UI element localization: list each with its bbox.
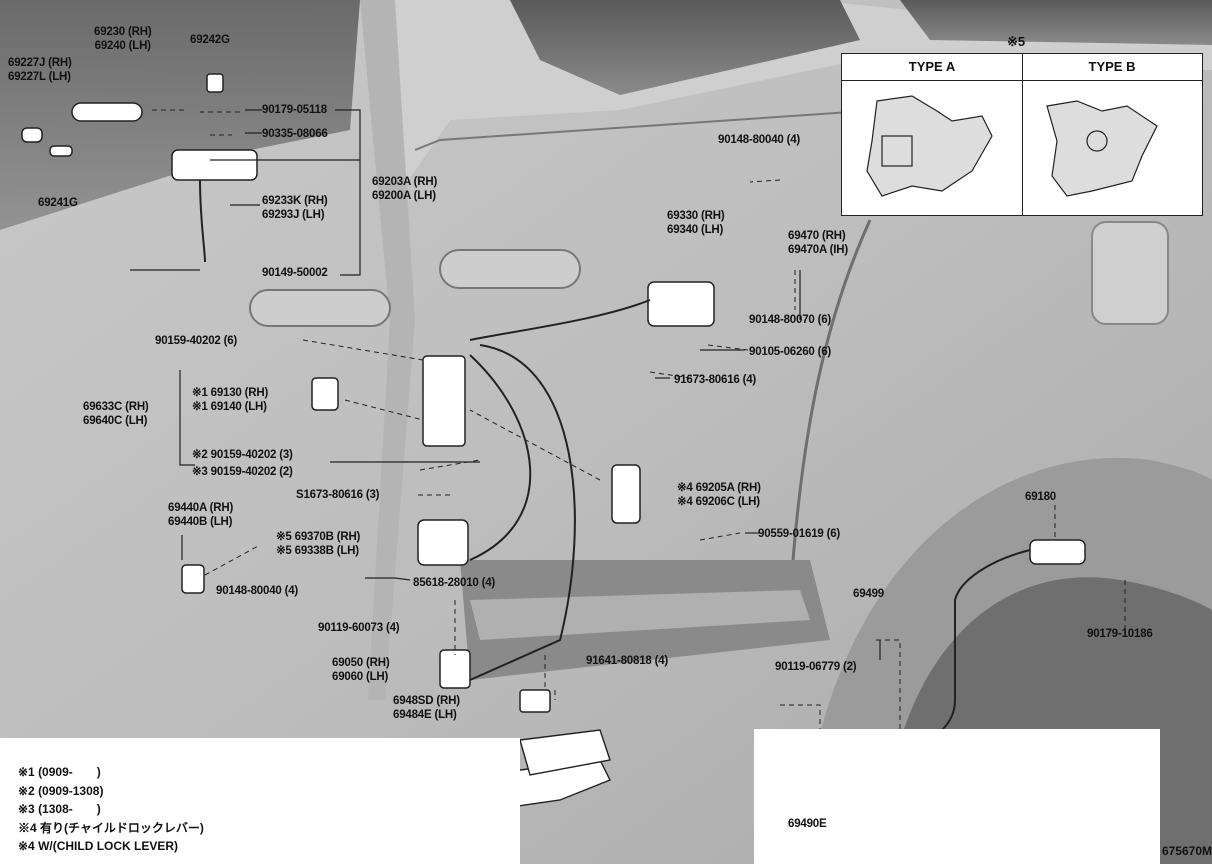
type-marker: ※5 xyxy=(1007,34,1026,49)
label-69130: ※1 69130 (RH)※1 69140 (LH) xyxy=(192,387,269,413)
type-b-header: TYPE B xyxy=(1022,54,1202,81)
note-3: ※3 (1308- ) xyxy=(18,802,101,816)
label-90148-80040-a: 90148-80040 (4) xyxy=(718,134,801,146)
label-69633C: 69633C (RH)69640C (LH) xyxy=(83,401,149,427)
quarter-window xyxy=(900,0,1212,45)
label-51673: S1673-80616 (3) xyxy=(296,489,380,501)
notes-background xyxy=(0,738,520,864)
label-90149-50002: 90149-50002 xyxy=(262,267,328,279)
child-lock-part xyxy=(611,464,641,524)
note-4-jp: ※4 有り(チャイルドロックレバー) xyxy=(18,820,204,835)
label-90179-05118: 90179-05118 xyxy=(262,104,327,116)
label-90179-10186: 90179-10186 xyxy=(1087,628,1153,640)
label-69180: 69180 xyxy=(1025,491,1056,503)
label-90335-08066: 90335-08066 xyxy=(262,128,328,140)
type-box: TYPE A TYPE B xyxy=(841,53,1203,216)
label-69499: 69499 xyxy=(853,588,884,600)
label-69241G: 69241G xyxy=(38,197,78,209)
outside-handle-part xyxy=(71,102,143,122)
label-90105-06260: 90105-06260 (6) xyxy=(749,346,832,358)
label-69330: 69330 (RH)69340 (LH) xyxy=(667,210,725,236)
slide-door-handle xyxy=(439,249,581,289)
label-90119-06779: 90119-06779 (2) xyxy=(775,661,857,673)
label-69233K: 69233K (RH)69293J (LH) xyxy=(262,195,328,221)
label-90148-80040-b: 90148-80040 (4) xyxy=(216,585,299,597)
label-91673-80616: 91673-80616 (4) xyxy=(674,374,757,386)
lower-lock-part xyxy=(417,519,469,566)
label-6948SD: 6948SD (RH)69484E (LH) xyxy=(393,695,460,721)
notes: ※1 (0909- ) ※2 (0909-1308) ※3 (1308- ) ※… xyxy=(18,763,204,856)
label-90559-01619: 90559-01619 (6) xyxy=(758,528,841,540)
label-69205A: ※4 69205A (RH)※4 69206C (LH) xyxy=(677,482,761,508)
label-90159-40202-3: ※2 90159-40202 (3) xyxy=(192,449,293,461)
label-91641-80818: 91641-80818 (4) xyxy=(586,655,669,667)
type-illustrations xyxy=(866,95,1158,197)
type-a-latch-icon xyxy=(866,95,993,197)
front-lock-part xyxy=(422,355,466,447)
label-69230: 69230 (RH)69240 (LH) xyxy=(94,26,152,52)
front-door-handle xyxy=(249,289,391,327)
note-2: ※2 (0909-1308) xyxy=(18,783,104,798)
b-pillar xyxy=(360,0,415,700)
label-90119-60073: 90119-60073 (4) xyxy=(318,622,400,634)
document-code: 675670M xyxy=(1161,844,1212,858)
rear-window xyxy=(510,0,860,95)
label-69203A: 69203A (RH)69200A (LH) xyxy=(372,176,438,202)
corner-background xyxy=(754,729,1160,864)
label-90148-80070: 90148-80070 (6) xyxy=(749,314,832,326)
label-69470: 69470 (RH)69470A (IH) xyxy=(788,230,849,256)
label-90159-40202-6: 90159-40202 (6) xyxy=(155,335,238,347)
rear-lock-part xyxy=(647,281,715,327)
label-69050: 69050 (RH)69060 (LH) xyxy=(332,657,390,683)
label-90159-40202-2: ※3 90159-40202 (2) xyxy=(192,466,293,478)
handle-frame-part xyxy=(171,149,258,181)
note-1: ※1 (0909- ) xyxy=(18,765,101,779)
label-69227: 69227J (RH)69227L (LH) xyxy=(8,57,72,83)
label-69370B: ※5 69370B (RH)※5 69338B (LH) xyxy=(276,531,361,557)
note-4-en: ※4 W/(CHILD LOCK LEVER) xyxy=(18,839,179,853)
fuel-lid xyxy=(1091,221,1169,325)
type-a-header: TYPE A xyxy=(842,54,1022,81)
label-69242G: 69242G xyxy=(190,34,230,46)
front-window xyxy=(0,0,360,230)
label-69490E: 69490E xyxy=(788,818,827,830)
type-b-latch-icon xyxy=(1046,100,1158,197)
label-85618-28010: 85618-28010 (4) xyxy=(413,577,496,589)
label-69440A: 69440A (RH)69440B (LH) xyxy=(168,502,234,528)
